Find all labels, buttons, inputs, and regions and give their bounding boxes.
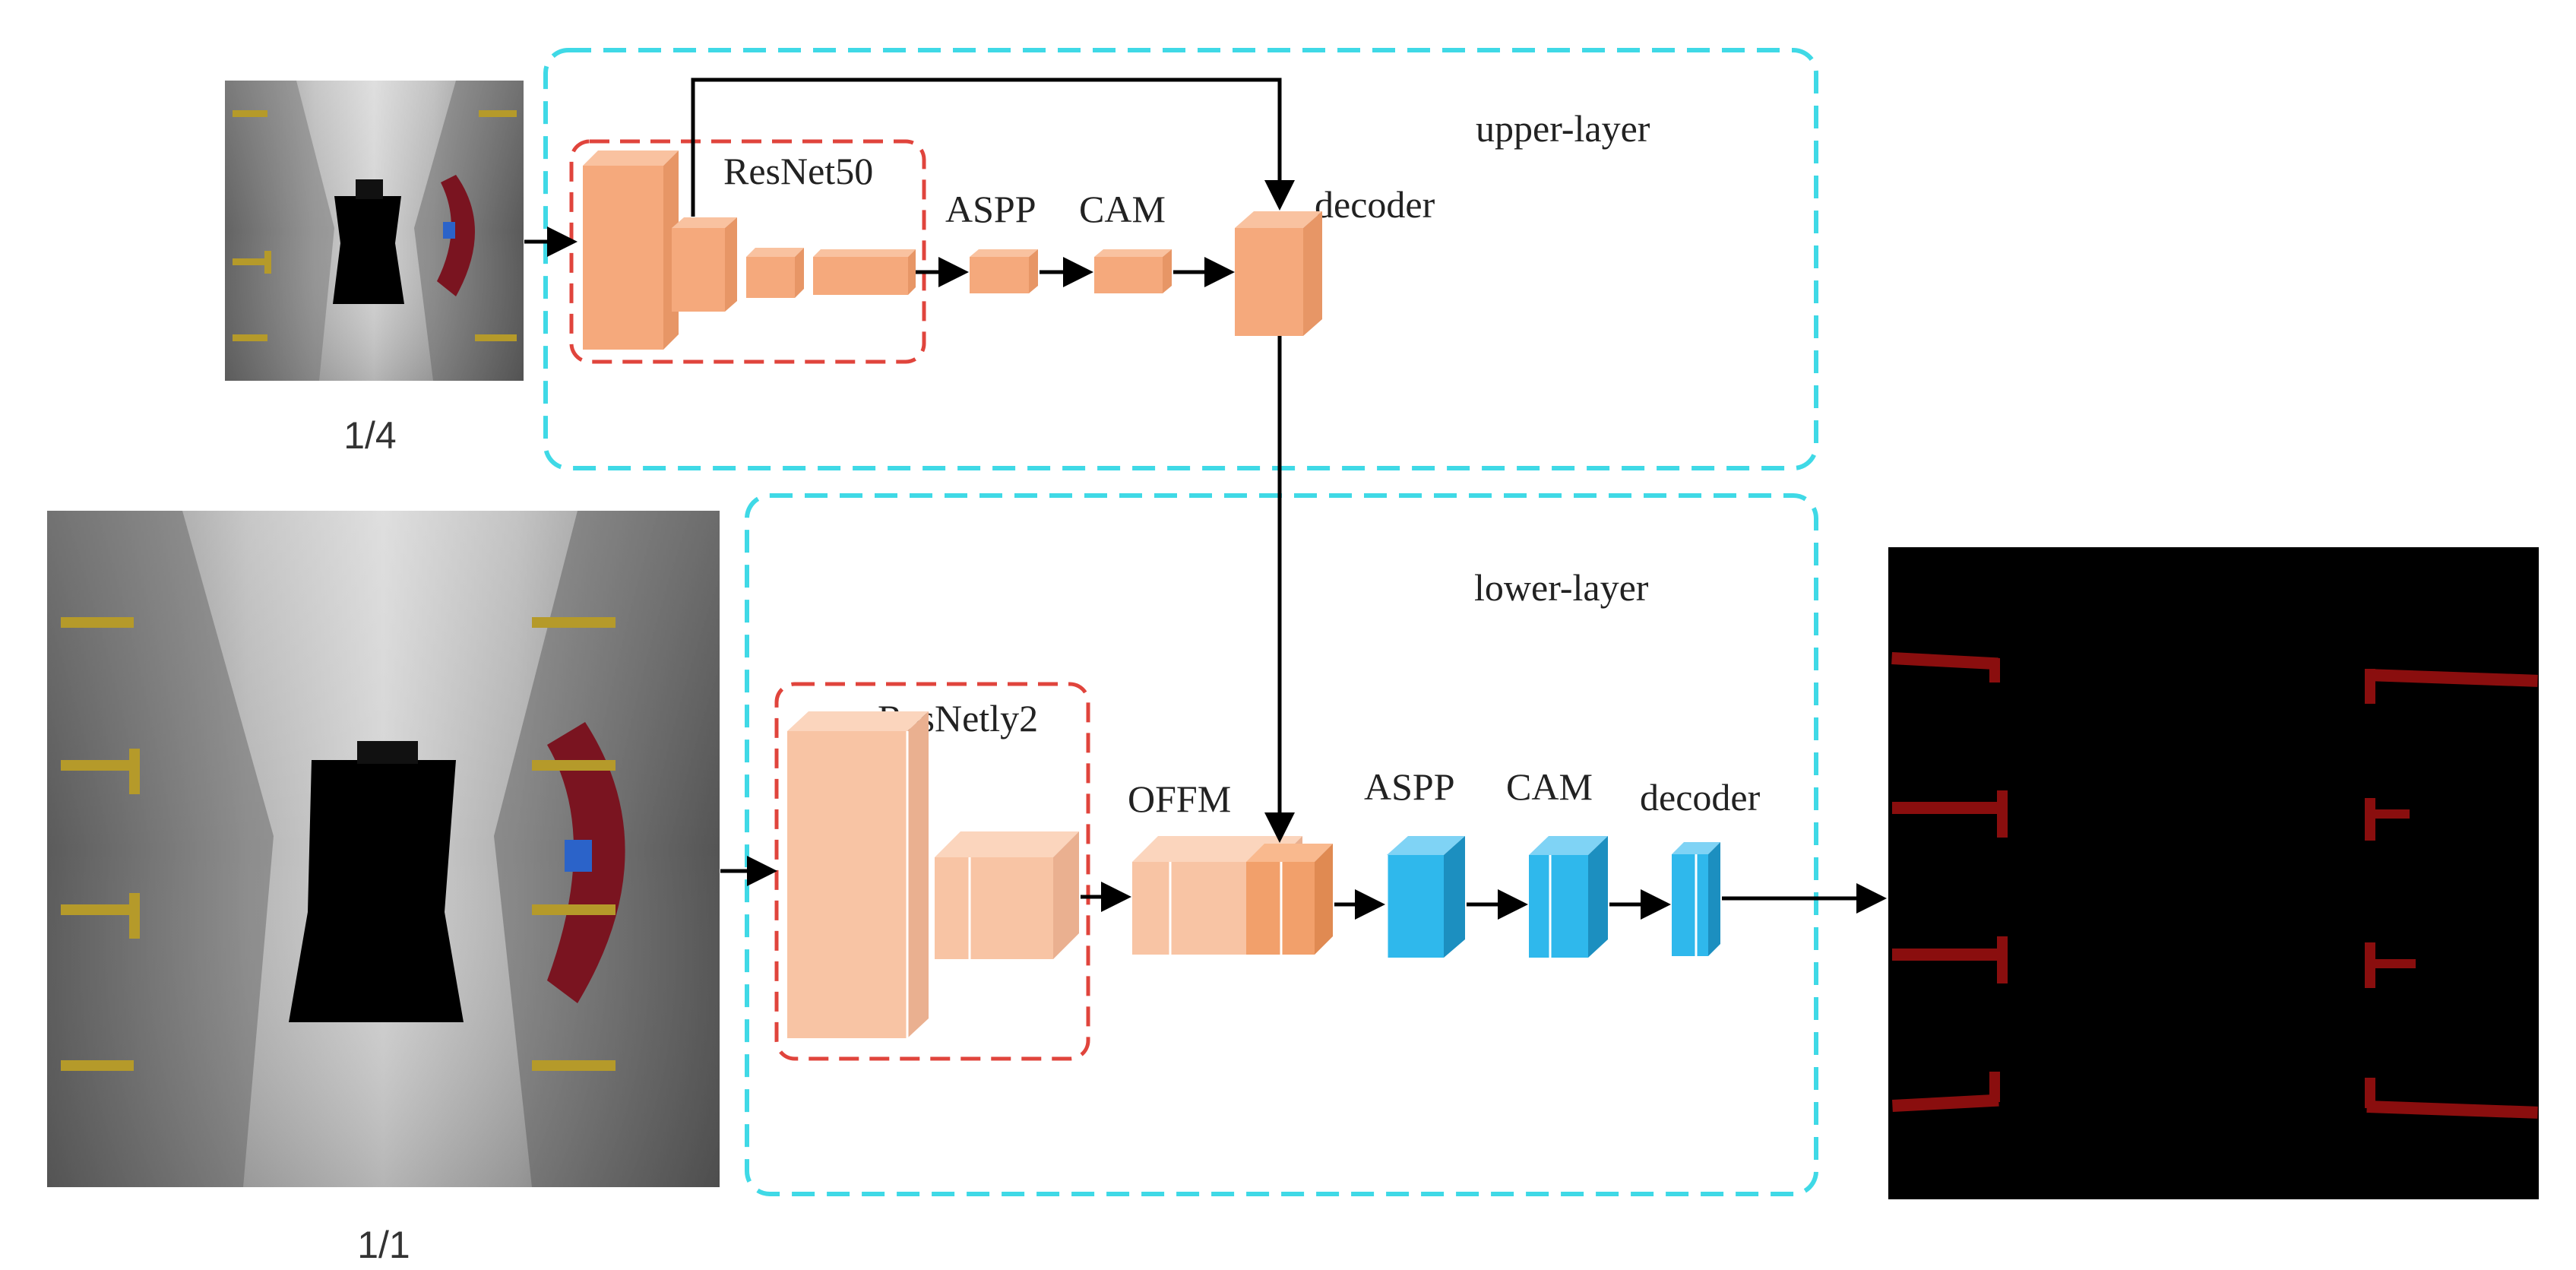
upper-layer-label: upper-layer: [1476, 107, 1650, 150]
lower-input-scale: 1/1: [357, 1224, 410, 1266]
upper-aspp-label: ASPP: [945, 188, 1036, 230]
lower-layer-label: lower-layer: [1474, 566, 1649, 609]
upper-layer-region: [543, 48, 1818, 470]
lower-decoder-block: [1672, 842, 1720, 956]
lower-cam-label: CAM: [1506, 765, 1593, 808]
output-segmentation-mask: [1888, 547, 2539, 1199]
arrow-skip-to-upper-decoder: [691, 78, 1295, 217]
lower-decoder-label: decoder: [1640, 776, 1761, 819]
resnet50-block-2: [672, 217, 737, 312]
resnet50-block-3: [746, 248, 804, 298]
offm-label: OFFM: [1128, 778, 1231, 820]
resnet50-block-4: [813, 249, 916, 295]
upper-input-image: [225, 81, 524, 381]
lower-input-image: [47, 511, 720, 1187]
upper-cam-block: [1094, 249, 1172, 293]
lower-aspp-label: ASPP: [1364, 765, 1455, 808]
lower-aspp-block: [1385, 836, 1465, 958]
resnetly2-block-1: [787, 711, 929, 1038]
upper-input-scale: 1/4: [343, 414, 397, 457]
upper-cam-label: CAM: [1079, 188, 1166, 230]
resnet50-backbone-box: [569, 139, 926, 364]
upper-decoder-block: [1235, 211, 1322, 336]
resnetly2-block-2: [935, 831, 1079, 959]
upper-decoder-label: decoder: [1315, 183, 1435, 226]
offm-upper-feature-block: [1246, 844, 1333, 955]
upper-aspp-block: [970, 249, 1038, 293]
lower-cam-block: [1529, 836, 1608, 958]
resnet50-label: ResNet50: [723, 150, 873, 192]
resnet50-block-1: [583, 150, 679, 350]
